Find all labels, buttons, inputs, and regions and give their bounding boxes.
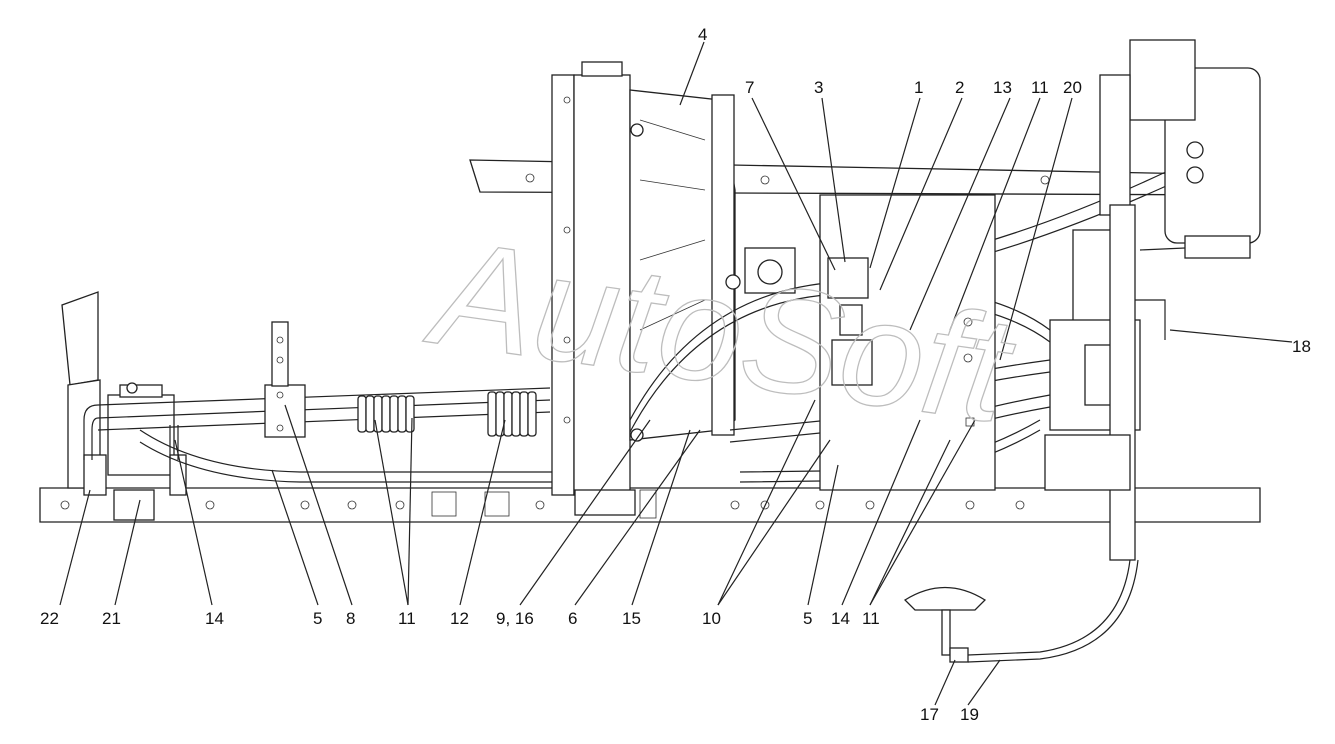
callout-12: 12 (450, 609, 469, 628)
callout-6: 6 (568, 609, 577, 628)
callout-2: 2 (955, 78, 964, 97)
callout-22: 22 (40, 609, 59, 628)
callout-5-left: 5 (313, 609, 322, 628)
valve-panel (819, 194, 996, 491)
callout-11-right: 11 (862, 609, 880, 628)
callout-17: 17 (920, 705, 939, 724)
callout-11-top: 11 (1031, 78, 1049, 97)
pump-21 (83, 382, 187, 521)
right-bracket (1044, 204, 1136, 561)
callout-5-right: 5 (803, 609, 812, 628)
callout-14-right: 14 (831, 609, 850, 628)
callout-4: 4 (698, 25, 707, 44)
callout-18: 18 (1292, 337, 1311, 356)
callout-19: 19 (960, 705, 979, 724)
callout-3: 3 (814, 78, 823, 97)
callout-14-left: 14 (205, 609, 224, 628)
leader-lines (59, 41, 1293, 706)
callout-15: 15 (622, 609, 641, 628)
callout-10: 10 (702, 609, 721, 628)
hydraulic-tank (1099, 39, 1261, 259)
callout-9-16: 9, 16 (496, 609, 534, 628)
radiator (551, 61, 736, 516)
callout-20: 20 (1063, 78, 1082, 97)
pipe-clamp-8 (264, 321, 306, 438)
callout-11-left: 11 (398, 609, 416, 628)
callout-8: 8 (346, 609, 355, 628)
sensor-17 (903, 559, 1139, 663)
callout-7: 7 (745, 78, 754, 97)
long-pipes (83, 387, 560, 483)
callout-13: 13 (993, 78, 1012, 97)
bellows-11 (357, 395, 415, 433)
fan-motor (725, 247, 796, 294)
callout-1: 1 (914, 78, 923, 97)
callout-labels: 4 7 3 1 2 13 11 20 18 22 21 14 5 8 11 12… (40, 25, 1311, 724)
bellows-12 (487, 391, 537, 437)
callout-21: 21 (102, 609, 121, 628)
